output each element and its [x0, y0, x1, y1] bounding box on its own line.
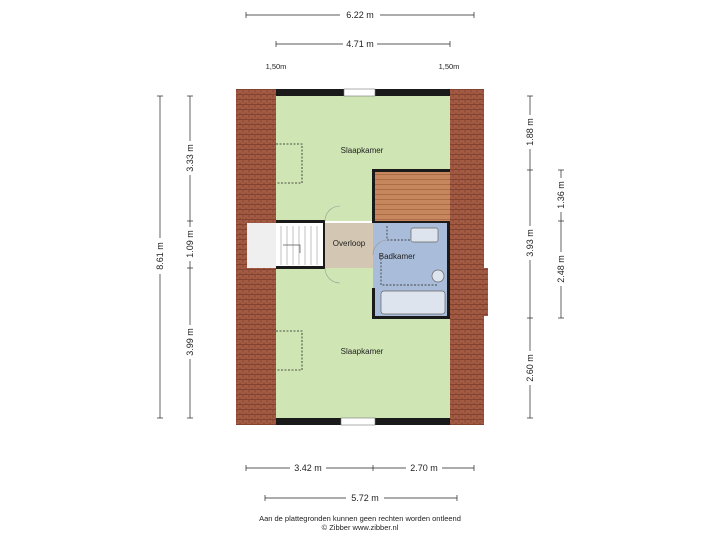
dim-bottom-overall: 5.72 m [351, 493, 379, 503]
disclaimer-text: Aan de plattegronden kunnen geen rechten… [259, 514, 461, 523]
stair-wall-left [247, 223, 276, 268]
dim-top-right-height: 1,50m [439, 62, 460, 71]
copyright-text: © Zibber www.zibber.nl [321, 523, 399, 532]
staircase [280, 226, 318, 265]
roof-notch-right [484, 268, 488, 316]
dim-right-mid: 3.93 m [525, 229, 535, 257]
storage-floor [374, 170, 450, 221]
dim-left-bottom: 3.99 m [185, 328, 195, 356]
room-label-bathroom: Badkamer [379, 252, 416, 261]
doors [324, 205, 389, 284]
dim-top-left-height: 1,50m [266, 62, 287, 71]
room-label-bedroom-bottom: Slaapkamer [341, 347, 384, 356]
dim-right-top: 1.88 m [525, 118, 535, 146]
roof-slope-right-top [450, 89, 484, 169]
windows [340, 88, 376, 426]
dim-right-inner-top: 1.36 m [556, 181, 566, 209]
dim-right-bottom: 2.60 m [525, 354, 535, 382]
dim-left-top: 3.33 m [185, 144, 195, 172]
bathroom-fixtures [380, 227, 446, 315]
dim-top-inner: 4.71 m [346, 39, 374, 49]
dim-top-overall: 6.22 m [346, 10, 374, 20]
dim-left-total: 8.61 m [155, 242, 165, 270]
roof-slope-right-bottom [450, 169, 484, 425]
skylight-markings [276, 143, 303, 371]
dim-bottom-right: 2.70 m [410, 463, 438, 473]
walls [276, 89, 450, 425]
dimension-label-backings [154, 9, 567, 504]
landing-floor [325, 223, 373, 268]
room-label-bedroom-top: Slaapkamer [341, 146, 384, 155]
dim-right-inner-bottom: 2.48 m [556, 255, 566, 283]
dim-bottom-left: 3.42 m [294, 463, 322, 473]
dim-left-mid: 1.09 m [185, 230, 195, 258]
room-label-landing: Overloop [333, 239, 366, 248]
